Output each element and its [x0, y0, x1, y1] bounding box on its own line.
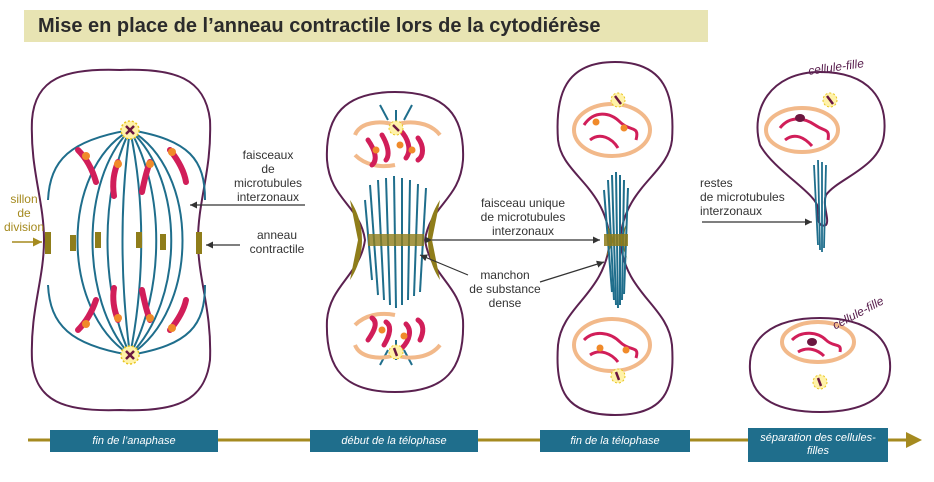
arrow-manchon-right	[539, 260, 605, 283]
centrosome	[822, 92, 838, 108]
chromatin-bottom	[582, 332, 639, 363]
cell-membrane	[30, 68, 212, 412]
chromatin	[790, 331, 842, 358]
chromatin-top	[582, 112, 639, 149]
stage-fin-anaphase: fin de l’anaphase	[50, 430, 218, 452]
cell-late-telophase	[556, 60, 674, 417]
cell-membrane	[748, 316, 892, 414]
nucleus-bottom	[572, 317, 652, 373]
centrosome-bottom	[388, 344, 404, 360]
timeline-arrowhead	[906, 432, 922, 448]
cell-membrane	[756, 70, 886, 227]
midbody-dense	[604, 234, 628, 246]
page-title: Mise en place de l’anneau contractile lo…	[38, 14, 601, 37]
cell-anaphase	[30, 68, 212, 412]
stage-separation: séparation des cellules-filles	[748, 428, 888, 462]
nucleus	[780, 320, 856, 364]
daughter-cell-top	[756, 70, 886, 252]
nucleus	[764, 106, 840, 154]
centrosome-bottom	[610, 368, 626, 384]
ring-segments	[45, 232, 202, 254]
centrosome-top	[610, 92, 626, 108]
annotation-lines	[12, 201, 812, 283]
centrosome-top	[120, 120, 140, 140]
daughter-cell-bottom	[748, 316, 892, 414]
chromosomes-bottom	[75, 285, 189, 333]
stage-debut-telophase: début de la télophase	[310, 430, 478, 452]
cell-membrane	[556, 60, 674, 417]
chromatin	[778, 117, 830, 148]
centrosome	[812, 374, 828, 390]
nucleus-top	[572, 102, 652, 158]
midbody-dense	[368, 234, 424, 246]
arrow-manchon-left	[419, 254, 469, 276]
centrosome-bottom	[120, 345, 140, 365]
cell-membrane	[325, 90, 465, 394]
chromosomes-top	[75, 147, 189, 199]
kinetochores	[82, 148, 176, 332]
cell-early-telophase	[325, 90, 465, 394]
title-banner: Mise en place de l’anneau contractile lo…	[24, 10, 708, 42]
residual-microtubules	[813, 159, 827, 252]
stage-fin-telophase: fin de la télophase	[540, 430, 690, 452]
centrosome-top	[388, 120, 404, 136]
furrow-left	[350, 200, 362, 280]
